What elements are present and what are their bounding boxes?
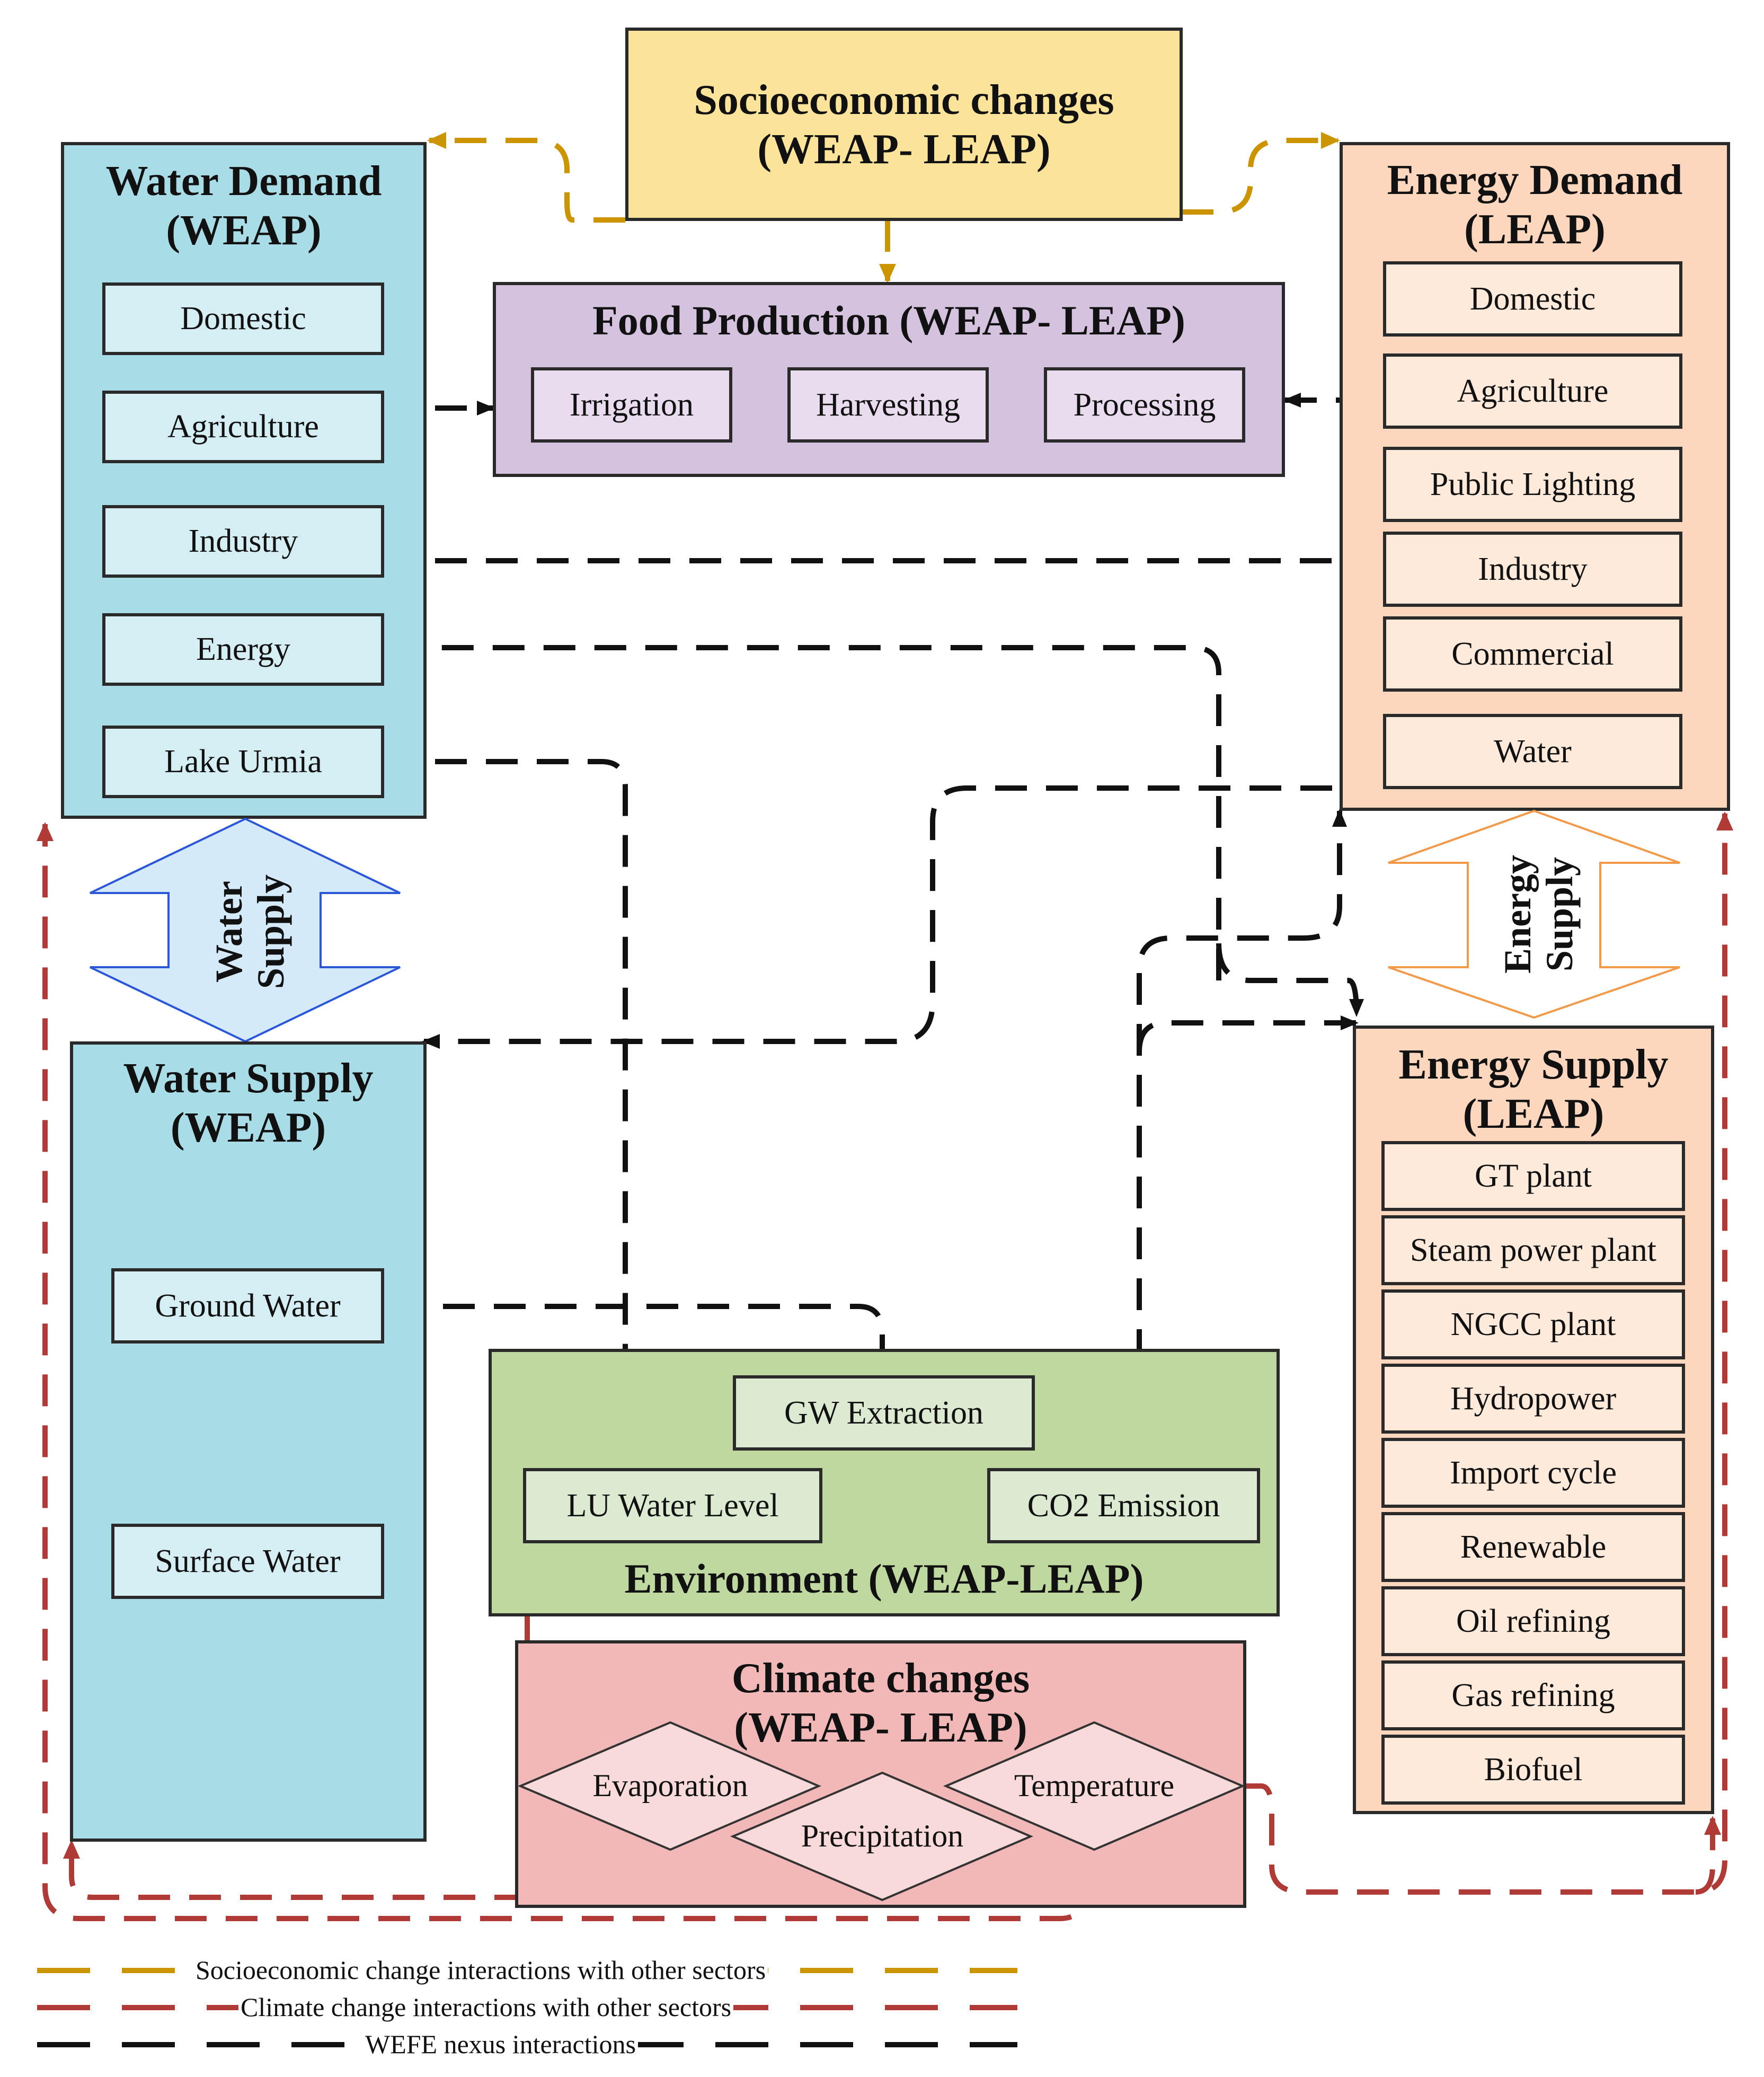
energy-water-to-energy-supply-link: [382, 640, 1221, 980]
energy-supply-ngcc-plant: NGCC plant: [1381, 1289, 1685, 1359]
energy-supply-import-cycle: Import cycle: [1381, 1438, 1685, 1508]
climate-to-energy-supply-link: [1695, 1816, 1721, 1895]
energy-supply-steam-power-plant: Steam power plant: [1381, 1215, 1685, 1285]
energy-supply-renewable: Renewable: [1381, 1512, 1685, 1582]
water-demand-title-line2: (WEAP): [166, 207, 322, 254]
energy-demand-industry: Industry: [1383, 532, 1682, 607]
water-supply-box: Water Supply (WEAP): [70, 1041, 427, 1842]
water-demand-domestic: Domestic: [102, 282, 384, 355]
co2-to-energy-supply-link: [1137, 1015, 1359, 1053]
water-supply-arrow-line1: Water: [208, 881, 250, 983]
energy-demand-agriculture: Agriculture: [1383, 353, 1682, 429]
climate-title-line1: Climate changes: [731, 1655, 1030, 1702]
energy-supply-arrow-line2: Supply: [1538, 856, 1581, 972]
socio-to-water-demand-link: [427, 132, 625, 223]
socioeconomic-links: [427, 132, 1340, 283]
water-demand-title-line1: Water Demand: [105, 158, 382, 205]
energy-demand-title: Energy Demand (LEAP): [1343, 156, 1727, 254]
energy-demand-domestic: Domestic: [1383, 261, 1682, 337]
water-supply-title-line2: (WEAP): [170, 1104, 326, 1151]
env-gw-extraction: GW Extraction: [733, 1375, 1035, 1451]
energy-demand-commercial: Commercial: [1383, 616, 1682, 692]
energy-supply-title: Energy Supply (LEAP): [1356, 1040, 1711, 1139]
water-supply-arrow-line2: Supply: [250, 874, 292, 989]
socioeconomic-title-line1: Socioeconomic changes: [694, 77, 1114, 123]
climate-to-water-supply-link: [63, 1840, 882, 1900]
energy-supply-hydropower: Hydropower: [1381, 1364, 1685, 1434]
food-processing: Processing: [1044, 367, 1245, 443]
legend: Socioeconomic change interactions with o…: [32, 1950, 1028, 2062]
climate-to-water-demand-link: [37, 822, 1086, 1921]
groundwater-gw-extraction-link: [390, 1299, 890, 1377]
climate-to-energy-demand-link: [1243, 811, 1733, 1895]
climate-title-line2: (WEAP- LEAP): [734, 1704, 1027, 1751]
water-supply-arrow-label: Water Supply: [208, 863, 292, 1001]
water-demand-title: Water Demand (WEAP): [64, 157, 423, 255]
env-co2-emission: CO2 Emission: [987, 1468, 1260, 1543]
legend-socio-label: Socioeconomic change interactions with o…: [193, 1955, 768, 1985]
energy-supply-title-line1: Energy Supply: [1398, 1041, 1669, 1088]
water-supply-title: Water Supply (WEAP): [73, 1054, 423, 1153]
energy-supply-arrow-label: Energy Supply: [1496, 845, 1581, 983]
food-irrigation: Irrigation: [531, 367, 732, 443]
water-demand-energy: Energy: [102, 613, 384, 686]
energy-demand-title-line2: (LEAP): [1464, 206, 1606, 253]
climate-precipitation-label: Precipitation: [801, 1818, 964, 1853]
socioeconomic-box: Socioeconomic changes (WEAP- LEAP): [625, 28, 1183, 221]
energy-supply-biofuel: Biofuel: [1381, 1735, 1685, 1805]
nexus-links: [382, 393, 1385, 1465]
energy-supply-title-line2: (LEAP): [1462, 1090, 1605, 1137]
climate-evaporation-label: Evaporation: [592, 1768, 748, 1803]
energy-demand-water-to-water-supply-link: [422, 785, 1383, 1049]
water-supply-ground-water: Ground Water: [111, 1268, 384, 1344]
water-demand-box: Water Demand (WEAP): [61, 142, 427, 819]
lake-urmia-to-lu-level-link: [382, 754, 633, 1465]
energy-water-branch: [1216, 943, 1364, 1017]
energy-supply-gt-plant: GT plant: [1381, 1141, 1685, 1211]
legend-nexus-label: WEFE nexus interactions: [363, 2029, 638, 2060]
water-demand-agriculture: Agriculture: [102, 391, 384, 463]
env-lu-water-level: LU Water Level: [523, 1468, 822, 1543]
socioeconomic-title: Socioeconomic changes (WEAP- LEAP): [628, 76, 1180, 174]
water-demand-industry: Industry: [102, 505, 384, 578]
energy-supply-oil-refining: Oil refining: [1381, 1586, 1685, 1656]
water-supply-title-line1: Water Supply: [123, 1055, 374, 1102]
climate-title: Climate changes (WEAP- LEAP): [518, 1654, 1243, 1753]
energy-demand-public-lighting: Public Lighting: [1383, 447, 1682, 522]
climate-temperature-label: Temperature: [1014, 1768, 1175, 1803]
food-harvesting: Harvesting: [787, 367, 989, 443]
energy-supply-arrow-line1: Energy: [1496, 855, 1539, 974]
co2-to-energy-demand-link: [1137, 809, 1347, 1463]
socioeconomic-title-line2: (WEAP- LEAP): [757, 126, 1051, 173]
energy-supply-gas-refining: Gas refining: [1381, 1660, 1685, 1730]
socio-to-energy-demand-link: [1182, 132, 1340, 215]
environment-title: Environment (WEAP-LEAP): [624, 1555, 1144, 1602]
water-supply-surface-water: Surface Water: [111, 1524, 384, 1599]
water-demand-lake-urmia: Lake Urmia: [102, 726, 384, 798]
energy-demand-title-line1: Energy Demand: [1387, 157, 1683, 204]
energy-demand-water: Water: [1383, 714, 1682, 789]
food-production-title: Food Production (WEAP- LEAP): [592, 297, 1185, 343]
legend-climate-label: Climate change interactions with other s…: [238, 1992, 734, 2022]
